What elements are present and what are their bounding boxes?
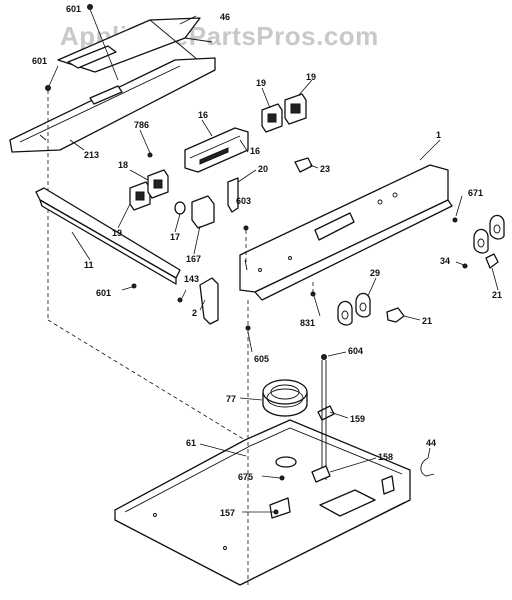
part-19-switch-a bbox=[261, 103, 283, 133]
label-831: 831 bbox=[300, 318, 315, 328]
part-46-top-trim bbox=[57, 17, 213, 73]
label-603: 603 bbox=[236, 196, 251, 206]
label-675: 675 bbox=[238, 472, 253, 482]
label-601-left: 601 bbox=[32, 56, 47, 66]
label-167: 167 bbox=[186, 254, 201, 264]
screw-601-low bbox=[121, 283, 137, 291]
part-167-block bbox=[191, 195, 215, 229]
label-34: 34 bbox=[440, 256, 450, 266]
part-17-light bbox=[174, 201, 186, 215]
label-11: 11 bbox=[84, 260, 94, 270]
label-16-b: 16 bbox=[250, 146, 260, 156]
label-601-top: 601 bbox=[66, 4, 81, 14]
part-159-rod bbox=[311, 354, 335, 483]
label-16-a: 16 bbox=[198, 110, 208, 120]
label-23: 23 bbox=[320, 164, 330, 174]
part-29-knob-a bbox=[337, 300, 353, 326]
label-61: 61 bbox=[186, 438, 196, 448]
part-21-knob-right bbox=[485, 253, 499, 269]
label-605: 605 bbox=[254, 354, 269, 364]
part-20-bracket bbox=[227, 177, 239, 213]
part-18-switch bbox=[147, 169, 169, 199]
part-19-switch-b bbox=[284, 93, 307, 125]
label-44: 44 bbox=[426, 438, 436, 448]
part-44-clip bbox=[420, 457, 435, 477]
part-16-clock-timer bbox=[184, 127, 249, 173]
part-1-control-panel bbox=[239, 164, 453, 301]
label-18: 18 bbox=[118, 160, 128, 170]
label-143: 143 bbox=[184, 274, 199, 284]
part-77-cord-reel bbox=[262, 379, 308, 417]
label-19-c: 19 bbox=[112, 228, 122, 238]
leader-lines bbox=[48, 15, 499, 513]
label-157: 157 bbox=[220, 508, 235, 518]
label-20: 20 bbox=[258, 164, 268, 174]
part-knob-right-b bbox=[489, 214, 505, 240]
label-2: 2 bbox=[192, 308, 197, 318]
part-2-bracket bbox=[177, 277, 219, 325]
label-159: 159 bbox=[350, 414, 365, 424]
label-77: 77 bbox=[226, 394, 236, 404]
label-213: 213 bbox=[84, 150, 99, 160]
label-19-b: 19 bbox=[306, 72, 316, 82]
label-601-low: 601 bbox=[96, 288, 111, 298]
label-21-b: 21 bbox=[422, 316, 432, 326]
part-786-clip bbox=[147, 152, 153, 158]
label-19-a: 19 bbox=[256, 78, 266, 88]
part-19-switch-c bbox=[129, 181, 151, 211]
screw-601-top bbox=[87, 4, 119, 81]
label-17: 17 bbox=[170, 232, 180, 242]
part-11-front-trim bbox=[35, 187, 181, 285]
part-23-indicator bbox=[294, 157, 313, 173]
guide-left-base bbox=[47, 319, 246, 441]
callout-labels: 601 46 601 213 19 19 786 16 16 1 23 18 2… bbox=[32, 4, 502, 518]
part-knob-right-a bbox=[473, 228, 489, 254]
screw-675 bbox=[279, 475, 285, 481]
label-604: 604 bbox=[348, 346, 363, 356]
label-1: 1 bbox=[436, 130, 441, 140]
label-786: 786 bbox=[134, 120, 149, 130]
screw-603 bbox=[243, 225, 249, 262]
label-29: 29 bbox=[370, 268, 380, 278]
part-21-knob-low bbox=[386, 307, 405, 323]
label-158: 158 bbox=[378, 452, 393, 462]
part-213-rear-panel bbox=[9, 57, 216, 153]
screw-605 bbox=[245, 300, 251, 331]
part-29-knob-b bbox=[355, 292, 371, 318]
label-46: 46 bbox=[220, 12, 230, 22]
screw-157 bbox=[273, 509, 279, 515]
label-671: 671 bbox=[468, 188, 483, 198]
screw-671 bbox=[452, 217, 458, 223]
screw-831 bbox=[310, 282, 316, 297]
part-61-base-pan bbox=[114, 419, 411, 586]
label-21-a: 21 bbox=[492, 290, 502, 300]
